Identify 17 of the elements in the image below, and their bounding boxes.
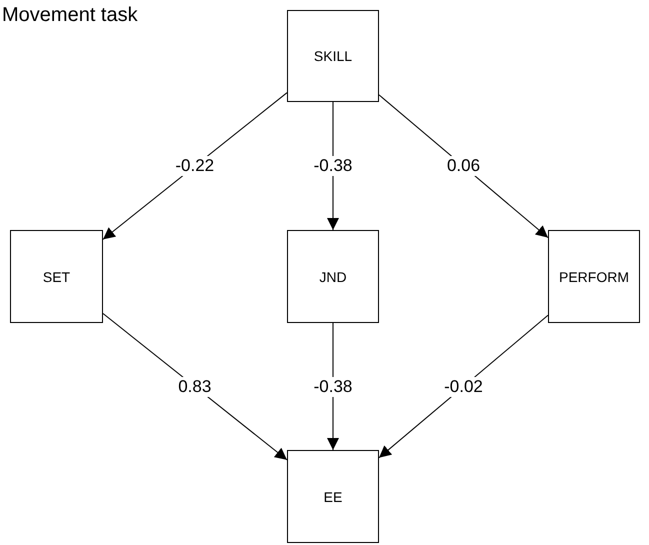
node-label: SKILL <box>314 48 352 64</box>
node-label: PERFORM <box>559 268 629 284</box>
variable-box <box>10 230 103 323</box>
edge-label: -0.02 <box>443 376 484 396</box>
variable-box <box>287 10 379 102</box>
edge-label: 0.83 <box>177 376 212 396</box>
variable-box <box>287 450 379 543</box>
variable-box <box>287 230 379 323</box>
edge-label: -0.38 <box>312 156 354 176</box>
edge-label: -0.22 <box>174 156 216 176</box>
variable-box <box>548 230 640 323</box>
diagram-title: Movement task <box>2 4 138 27</box>
edge-label: -0.38 <box>312 376 354 396</box>
node-label: SET <box>42 268 70 284</box>
node-label: EE <box>324 488 342 504</box>
edge-label: 0.06 <box>446 156 482 176</box>
node-label: JND <box>319 268 347 284</box>
